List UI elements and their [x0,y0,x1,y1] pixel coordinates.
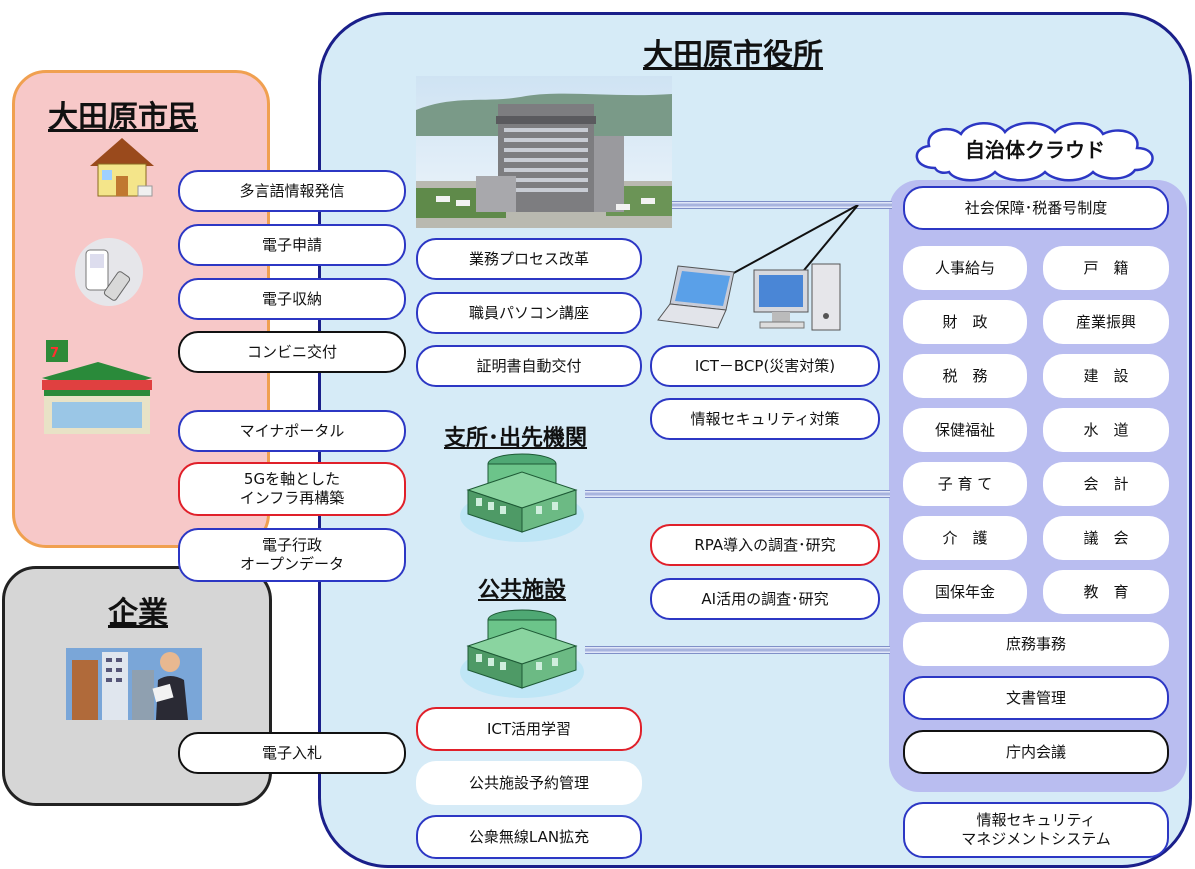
service-ai-research[interactable]: AI活用の調査･研究 [650,578,880,620]
service-rpa-research[interactable]: RPA導入の調査･研究 [650,524,880,566]
service-e-application[interactable]: 電子申請 [178,224,406,266]
public-facility-icon [460,609,584,698]
house-icon [90,138,154,197]
cloud-title: 自治体クラウド [965,137,1105,162]
service-facility-reservation[interactable]: 公共施設予約管理 [416,761,642,805]
svg-text:7: 7 [50,346,59,361]
cloud-item-assembly[interactable]: 議 会 [1043,516,1169,560]
cloud-item-health-welfare[interactable]: 保健福祉 [903,408,1027,452]
cloud-item-construction[interactable]: 建 設 [1043,354,1169,398]
service-staff-pc-course[interactable]: 職員パソコン講座 [416,292,642,334]
service-public-wifi[interactable]: 公衆無線LAN拡充 [416,815,642,859]
service-e-government-opendata[interactable]: 電子行政 オープンデータ [178,528,406,582]
cloud-item-industry-promotion[interactable]: 産業振興 [1043,300,1169,344]
service-convenience-issuance[interactable]: コンビニ交付 [178,331,406,373]
service-multilingual[interactable]: 多言語情報発信 [178,170,406,212]
cloud-item-waterworks[interactable]: 水 道 [1043,408,1169,452]
cloud-item-finance[interactable]: 財 政 [903,300,1027,344]
service-5g-infrastructure[interactable]: 5Gを軸とした インフラ再構築 [178,462,406,516]
service-e-payment[interactable]: 電子収納 [178,278,406,320]
isms-box[interactable]: 情報セキュリティ マネジメントシステム [903,802,1169,858]
cloud-internal-meeting[interactable]: 庁内会議 [903,730,1169,774]
cloud-item-accounting[interactable]: 会 計 [1043,462,1169,506]
connector-honcho [672,201,892,209]
cloud-item-family-register[interactable]: 戸 籍 [1043,246,1169,290]
laptop-icon [657,265,735,329]
cloud-item-nursing-care[interactable]: 介 護 [903,516,1027,560]
cloud-item-child-rearing[interactable]: 子 育 て [903,462,1027,506]
cloud-item-national-health-pension[interactable]: 国保年金 [903,570,1027,614]
desktop-pc-icon [753,263,841,331]
cloud-social-security-number[interactable]: 社会保障･税番号制度 [903,186,1169,230]
cloud-general-affairs[interactable]: 庶務事務 [903,622,1169,666]
convenience-store-icon: 7 [42,340,152,434]
service-mynaportal[interactable]: マイナポータル [178,410,406,452]
businessman-icon [66,648,202,720]
smartphone-icon [75,238,143,306]
public-title: 公共施設 [478,578,567,603]
cloud-item-education[interactable]: 教 育 [1043,570,1169,614]
cloud-icon [915,121,1154,182]
service-certificate-auto-issue[interactable]: 証明書自動交付 [416,345,642,387]
service-ict-bcp[interactable]: ICT－BCP(災害対策) [650,345,880,387]
cloud-item-personnel-salary[interactable]: 人事給与 [903,246,1027,290]
branch-title: 支所･出先機関 [444,426,588,451]
companies-title: 企業 [108,596,168,631]
service-ict-learning[interactable]: ICT活用学習 [416,707,642,751]
citizens-title: 大田原市民 [48,100,198,135]
service-e-bidding[interactable]: 電子入札 [178,732,406,774]
connector-branch [585,490,890,498]
cloud-document-management[interactable]: 文書管理 [903,676,1169,720]
service-business-process-reform[interactable]: 業務プロセス改革 [416,238,642,280]
service-information-security[interactable]: 情報セキュリティ対策 [650,398,880,440]
branch-building-icon [460,453,584,542]
cloud-item-taxation[interactable]: 税 務 [903,354,1027,398]
network-lines [729,205,859,276]
city-hall-title: 大田原市役所 [643,38,823,73]
city-hall-photo [416,76,672,228]
connector-public [585,646,890,654]
